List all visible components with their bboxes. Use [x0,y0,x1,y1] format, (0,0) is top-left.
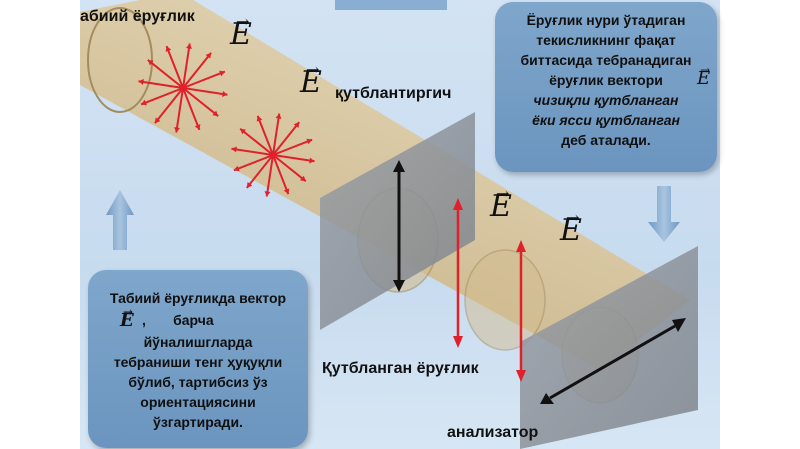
star-ray [272,154,307,182]
star-ray [147,59,184,89]
star-ray [272,113,281,156]
info-box-natural-light: Табиий ёруғликда вектор →E , барча йўнал… [88,270,308,448]
star-ray [140,87,184,106]
vector-e-label-box-right: →E [697,63,711,89]
vector-e-label-3: →E [490,184,512,224]
star-ray-head [186,43,192,49]
star-ray-head [275,113,282,119]
vector-e-label-4: →E [560,208,582,248]
natural-light-label: абиий ёруғлик [80,8,195,25]
star-ray [272,121,300,156]
star-ray-head [138,79,144,85]
beam-section-2 [464,249,546,351]
up-arrow-icon [106,190,134,250]
star-ray-head [174,127,180,133]
info-left-line-2: →E , барча [88,305,308,332]
star-ray-head [256,115,263,122]
star-ray [182,52,212,89]
star-ray-head [264,191,271,197]
star-ray-head [154,117,161,124]
vector-e-label-box-left: →E [120,305,134,331]
info-right-line-6: ёки ясси қутбланган [532,112,680,128]
star-ray [182,70,226,89]
star-ray [265,154,274,197]
info-left-line-7: ўзгартиради. [153,414,243,430]
natural-light-star-1 [138,43,228,133]
star-ray [182,87,201,131]
analyzer-plate [520,246,698,449]
analyzer-axis-arrow [540,318,686,404]
star-ray [154,87,184,124]
info-left-line-3: йўналишгларда [143,334,253,350]
star-ray-head [306,138,313,145]
star-ray-head [293,122,300,128]
info-right-line-2: текисликнинг фақат [536,32,676,48]
star-ray-head [246,182,253,188]
beam-start-ellipse [87,7,153,113]
star-ray-head [147,59,154,66]
polarized-vector-arrow-2 [516,240,526,382]
star-ray [256,115,274,156]
star-ray-head [233,165,240,172]
info-right-line-5: чизиқли қутбланган [533,92,679,108]
info-box-linear-polarization: Ёруғлик нури ўтадиган текисликнинг фақат… [495,2,717,172]
info-right-line-4: ёруғлик вектори [549,72,663,88]
natural-light-star-2 [231,113,315,197]
star-ray [272,138,313,156]
star-ray [231,147,274,156]
star-ray [272,154,315,163]
star-ray-head [222,91,228,97]
info-left-line-5: бўлиб, тартибсиз ўз [128,374,268,390]
down-arrow-icon [648,186,680,242]
star-ray [138,80,184,89]
star-ray [165,45,184,89]
star-ray-head [231,146,237,153]
star-ray-head [205,52,212,59]
info-right-line-3: биттасида тебранадиган [520,52,692,68]
info-right-line-7: деб аталади. [561,132,651,148]
info-left-line-4: тебраниши тенг ҳуқуқли [113,354,283,370]
info-left-line-2-text: , барча [142,312,214,328]
star-ray [175,87,184,133]
star-ray [246,154,274,189]
star-ray-head [283,188,290,195]
vector-e-label-2: →E [300,60,322,100]
header-tab [335,0,447,10]
info-left-line-6: ориентациясини [140,394,256,410]
star-ray-head [212,110,219,117]
polarized-vector-arrow-1 [453,198,463,348]
star-ray-head [309,157,315,164]
star-ray-head [194,124,201,130]
polarized-light-label: Қутбланган ёруғлик [322,360,479,377]
star-ray [182,87,228,96]
star-ray [239,128,274,156]
star-ray-head [165,46,172,52]
info-right-line-1: Ёруғлик нури ўтадиган [526,12,686,28]
star-ray [272,154,290,195]
star-ray [233,154,274,172]
star-ray [182,87,219,117]
star-ray-head [300,175,306,182]
polarizer-axis-arrow [393,160,405,292]
star-ray-head [240,128,246,135]
vector-e-label-1: →E [230,12,252,52]
star-ray-head [141,99,147,106]
info-left-line-1: Табиий ёруғликда вектор [109,290,287,306]
analyzer-label: анализатор [447,424,539,441]
star-ray-head [219,70,225,77]
star-ray [182,43,191,89]
polarizer-label: қутблантиргич [335,85,452,102]
